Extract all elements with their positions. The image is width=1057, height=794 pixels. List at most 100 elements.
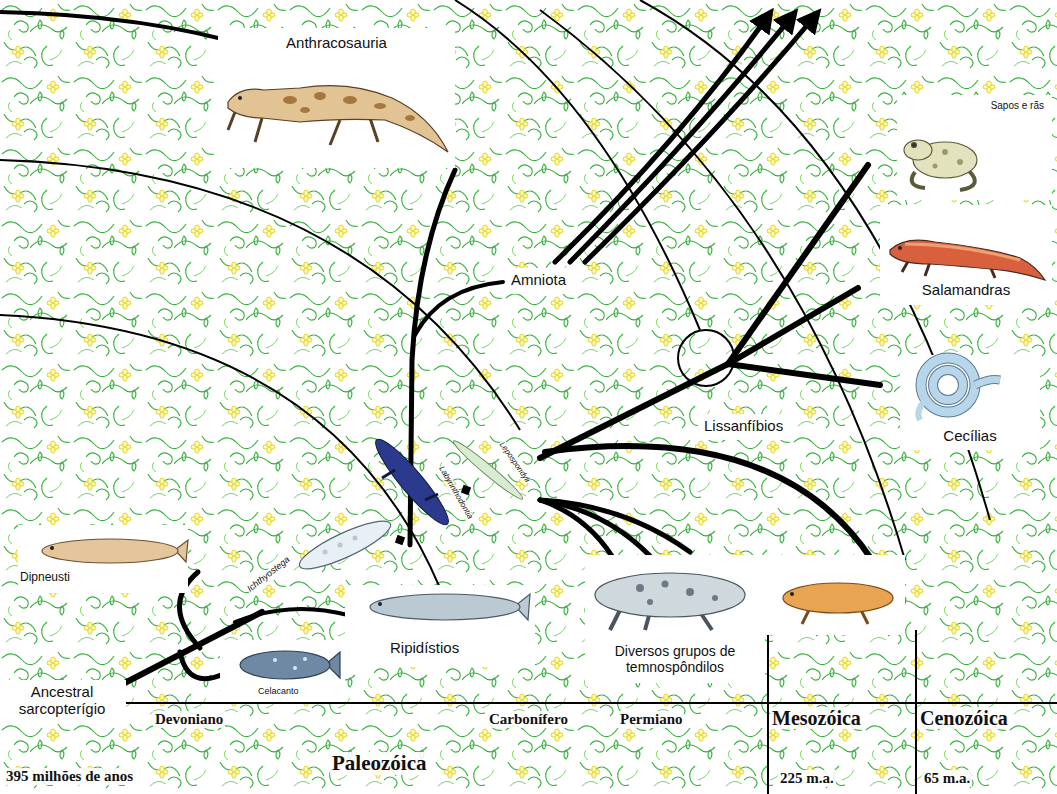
- amniote-arrows: [555, 16, 815, 262]
- node-label: Celacanto: [258, 686, 343, 696]
- thick-lineage-lines-path: [545, 446, 872, 560]
- thick-lineage-lines-path: [235, 609, 348, 622]
- period-name: Permiano: [618, 711, 684, 728]
- lissamphibia-box: Lissanfíbios: [698, 414, 792, 440]
- anthracosaur-figure-g-ellipse: [343, 96, 357, 104]
- thick-lineage-lines-path: [540, 500, 612, 556]
- picture-panels-rect: [220, 640, 345, 702]
- anthracosaur-figure-g-ellipse: [374, 103, 386, 109]
- node-label: Ancestral sarcopterígio: [6, 683, 118, 718]
- amniote-arrows-path: [585, 16, 815, 262]
- picture-panels-rect: [897, 95, 1052, 200]
- node-label: Salamandras: [886, 281, 1046, 298]
- picture-panels-rect: [18, 525, 188, 593]
- timeline-line: [915, 630, 917, 794]
- thick-lineage-lines-path: [728, 364, 880, 385]
- ichthyostega-figure-g: [323, 536, 358, 555]
- era-name: Paleozóica: [330, 752, 428, 775]
- frog-figure-g: [933, 149, 964, 169]
- temnospondyl-figure-g-circle: [662, 581, 669, 588]
- salamander-panel: Salamandras: [880, 205, 1052, 305]
- ichthyostega-figure: [295, 513, 396, 577]
- salamander-figure-circle: [898, 246, 902, 250]
- anthracosaur-figure-g: [283, 92, 415, 121]
- caecilian-figure-circle: [921, 358, 975, 412]
- caecilian-figure-circle: [933, 370, 963, 400]
- labyrinthodont-figure-ellipse: [368, 433, 456, 531]
- coelacanth-figure-g: [273, 657, 307, 670]
- temnospondyl-figure-g-circle: [686, 588, 694, 596]
- picture-panels-rect: [585, 555, 765, 683]
- salamander-figure: [890, 240, 1045, 280]
- temnospondyl-figure-g-circle: [636, 584, 644, 592]
- timeline-line: [767, 630, 769, 794]
- labyrinthodont-figure: [368, 433, 456, 531]
- anthracosaur-figure-path: [228, 86, 448, 152]
- lungfish-figure-circle: [50, 546, 54, 550]
- age-value: 395 milhões de anos: [4, 768, 135, 785]
- ichthyostega-figure-g-circle: [323, 550, 328, 555]
- period-name: Devoniano: [153, 711, 225, 728]
- orange-temnospondyl-figure: [783, 583, 893, 624]
- labyrinthodont-figure-path: [382, 470, 438, 500]
- caecilian-figure-circle: [921, 358, 975, 412]
- picture-panels-rect: [765, 555, 905, 635]
- anthracosaur-figure-g-ellipse: [300, 107, 310, 113]
- coelacanth-figure-g-circle: [293, 666, 297, 670]
- thick-lineage-lines: [0, 12, 880, 688]
- orange-temnospondyl-figure-circle: [790, 592, 794, 596]
- timeline-line: [0, 702, 1057, 704]
- caecilian-figure-circle: [933, 370, 963, 400]
- coelacanth-panel: Celacanto: [220, 640, 345, 702]
- frog-figure-g-circle: [933, 164, 938, 169]
- anthracosaur-figure: [228, 86, 448, 152]
- thick-lineage-lines-path: [728, 165, 868, 364]
- amniota-box: Amniota: [505, 268, 575, 294]
- picture-panels: [18, 28, 1052, 702]
- picture-panels-rect: [218, 28, 455, 168]
- temnospondyl-figure-g-circle: [712, 595, 718, 601]
- caecilian-figure-path: [975, 380, 1000, 385]
- era-name: Mesozóica: [770, 707, 863, 729]
- caecilian-figure: [918, 358, 1000, 420]
- orange-temnospondyl-figure-ellipse: [783, 583, 893, 613]
- rhipidistian-panel: Ripidístios: [345, 585, 535, 667]
- salamander-figure-path: [905, 244, 1020, 260]
- picture-panels-rect: [345, 585, 535, 667]
- frog-figure-g-circle: [957, 159, 963, 165]
- lissamphibian-circle: [678, 330, 734, 386]
- thin-lineage-lines: [0, 0, 990, 588]
- node-label: Lissanfíbios: [704, 417, 783, 434]
- node-label: Ripidístios: [390, 639, 533, 656]
- lungfish-figure: [42, 539, 188, 563]
- tick-marks-rect: [461, 485, 471, 495]
- era-name: Cenozóica: [918, 707, 1010, 729]
- lungfish-figure-ellipse: [42, 539, 178, 563]
- thin-lineage-lines-path: [0, 315, 440, 588]
- anthracosauria-panel: Anthracosauria: [218, 28, 455, 168]
- tick-marks-rect: [395, 535, 405, 545]
- node-label: Diversos grupos de temnospôndilos: [597, 643, 753, 675]
- frog-figure-g-circle: [942, 149, 948, 155]
- temnospondyl-figure: [595, 573, 745, 630]
- rhipidistian-figure: [370, 594, 530, 620]
- node-label: Anthracosauria: [224, 34, 449, 51]
- caecilian-figure-path: [975, 380, 1000, 385]
- coelacanth-figure-g-circle: [273, 658, 277, 662]
- node-label: Cecílias: [906, 427, 1034, 444]
- frog-figure-circle: [912, 143, 917, 148]
- thick-lineage-lines-path: [540, 500, 650, 556]
- lungfish-panel: Dipneusti: [18, 525, 188, 593]
- caecilian-panel: Cecílias: [900, 355, 1040, 450]
- age-value: 225 m.a.: [778, 770, 836, 787]
- salamander-figure-path: [890, 240, 1045, 280]
- age-value: 65 m.a.: [922, 770, 972, 787]
- node-label: Amniota: [511, 271, 566, 288]
- anthracosaur-figure-g-ellipse: [283, 96, 297, 104]
- amniote-arrows-path: [555, 16, 768, 262]
- thick-lineage-lines-path: [415, 282, 503, 335]
- temnospondyl-figure-g: [636, 581, 718, 606]
- temnospondyl-figure-g-circle: [647, 599, 653, 605]
